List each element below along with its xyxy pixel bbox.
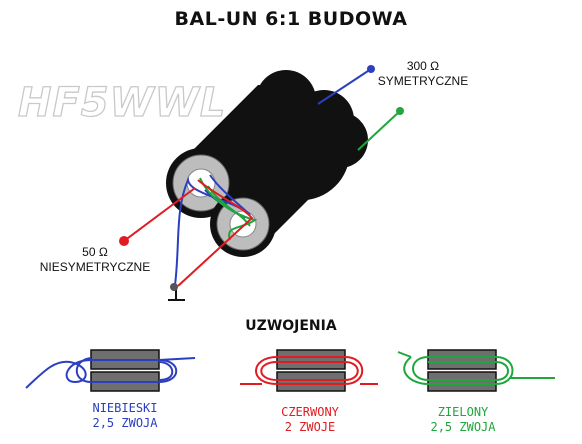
windings-title: UZWOJENIA [245, 318, 337, 334]
watermark-callsign: HF5WWL [17, 79, 227, 126]
balanced-impedance-value: 300 Ω [406, 59, 440, 73]
winding-turns-red: 2 ZWOJE [284, 420, 336, 434]
unbalanced-impedance-label: 50 Ω NIESYMETRYCZNE [30, 245, 160, 275]
winding-green [397, 349, 555, 392]
winding-label-green: ZIELONY 2,5 ZWOJA [393, 405, 533, 435]
unbalanced-impedance-text: NIESYMETRYCZNE [39, 260, 151, 274]
winding-blue [25, 349, 196, 392]
winding-name-blue: NIEBIESKI [92, 401, 158, 415]
balanced-impedance-text: SYMETRYCZNE [377, 74, 469, 88]
green-terminal-dot [396, 107, 404, 115]
diagram-title: BAL-UN 6:1 BUDOWA [174, 8, 408, 30]
winding-turns-blue: 2,5 ZWOJA [92, 416, 158, 430]
ground-terminal-dot [170, 283, 178, 291]
winding-label-blue: NIEBIESKI 2,5 ZWOJA [55, 401, 195, 431]
balanced-impedance-label: 300 Ω SYMETRYCZNE [368, 59, 478, 89]
winding-name-green: ZIELONY [437, 405, 489, 419]
winding-name-red: CZERWONY [281, 405, 339, 419]
red-wire [123, 179, 254, 287]
unbalanced-impedance-value: 50 Ω [82, 245, 108, 259]
blue-terminal-dot [367, 65, 375, 73]
winding-red [240, 349, 378, 392]
red-terminal-dot [119, 236, 129, 246]
winding-label-red: CZERWONY 2 ZWOJE [240, 405, 380, 435]
winding-turns-green: 2,5 ZWOJA [430, 420, 496, 434]
